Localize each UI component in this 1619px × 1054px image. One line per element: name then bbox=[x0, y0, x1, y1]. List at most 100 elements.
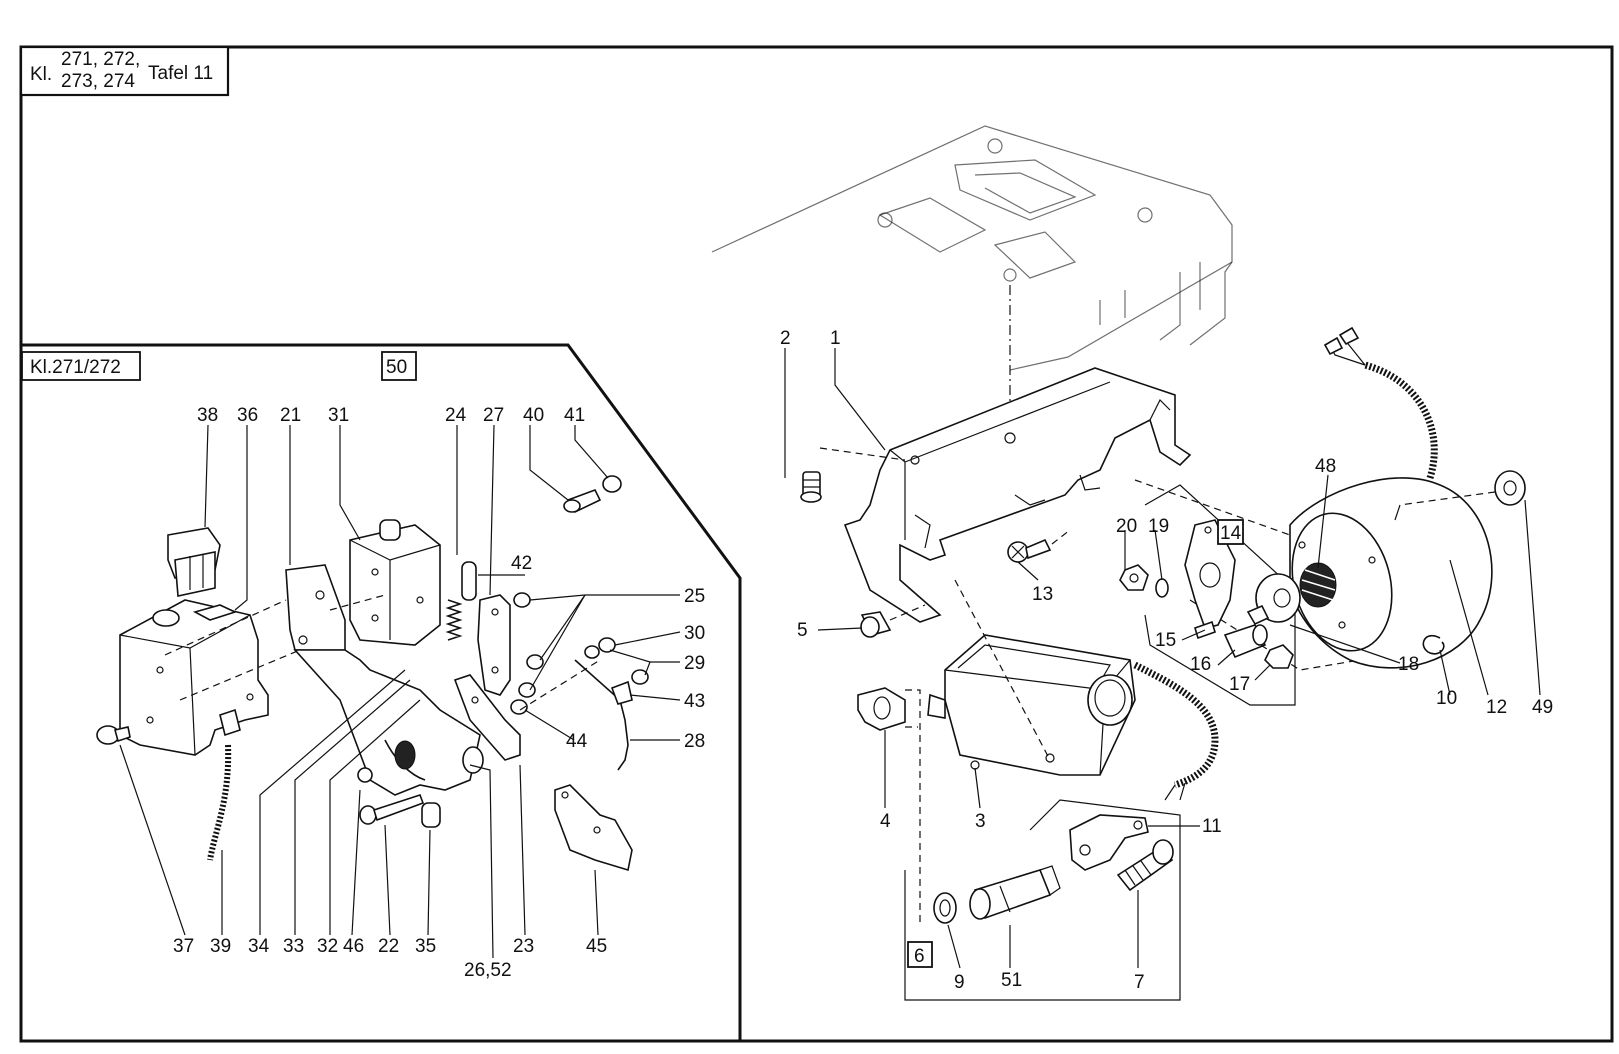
callout-1: 1 bbox=[830, 328, 841, 349]
screw-22 bbox=[359, 794, 425, 825]
callout-33: 33 bbox=[283, 936, 304, 957]
screw-2 bbox=[800, 471, 822, 503]
inset-group-number: 50 bbox=[386, 357, 407, 378]
callout-42: 42 bbox=[511, 553, 532, 574]
callout-4: 4 bbox=[880, 811, 891, 832]
inset-group-box: 50 bbox=[381, 351, 417, 381]
callout-3: 3 bbox=[975, 811, 986, 832]
switch-38 bbox=[167, 527, 221, 597]
screws-25 bbox=[513, 592, 544, 698]
group-6-box: 6 bbox=[907, 941, 933, 968]
callout-10: 10 bbox=[1436, 688, 1457, 709]
callout-38: 38 bbox=[197, 405, 218, 426]
callout-29: 29 bbox=[684, 653, 705, 674]
callout-13: 13 bbox=[1032, 584, 1053, 605]
worm-gear-48 bbox=[1299, 562, 1337, 608]
washer-9 bbox=[933, 892, 957, 924]
callout-25: 25 bbox=[684, 586, 705, 607]
group-14-box: 14 bbox=[1217, 519, 1244, 545]
clamp-4 bbox=[857, 687, 906, 731]
leader-lines bbox=[119, 348, 1541, 969]
callout-48: 48 bbox=[1315, 456, 1336, 477]
wire-28 bbox=[574, 659, 629, 771]
callout-19: 19 bbox=[1148, 516, 1169, 537]
nut-17 bbox=[1264, 644, 1294, 669]
callout-41: 41 bbox=[564, 405, 585, 426]
callout-35: 35 bbox=[415, 936, 436, 957]
callout-46: 46 bbox=[343, 936, 364, 957]
header-models-top: 271, 272, bbox=[61, 49, 140, 70]
clip-43 bbox=[610, 680, 633, 705]
wires-39 bbox=[207, 744, 232, 861]
screw-41 bbox=[602, 475, 622, 493]
bracket-inset bbox=[293, 649, 484, 796]
screw-46 bbox=[357, 767, 373, 783]
callout-34: 34 bbox=[248, 936, 270, 957]
bracket-45 bbox=[554, 784, 633, 872]
callout-11: 11 bbox=[1202, 816, 1222, 837]
callout-44: 44 bbox=[566, 731, 588, 752]
callout-22: 22 bbox=[378, 936, 399, 957]
callout-9: 9 bbox=[954, 972, 965, 993]
sleeve-42 bbox=[461, 561, 477, 601]
callout-12: 12 bbox=[1486, 697, 1507, 718]
bracket-11 bbox=[1069, 814, 1149, 871]
solenoid-housing bbox=[927, 634, 1136, 776]
callout-2: 2 bbox=[780, 328, 791, 349]
callout-5: 5 bbox=[797, 620, 808, 641]
callout-23: 23 bbox=[513, 936, 534, 957]
group-6-outline bbox=[904, 799, 1181, 1001]
clip-10 bbox=[1422, 635, 1445, 655]
lever-15 bbox=[1184, 519, 1236, 629]
sleeve-16 bbox=[1223, 624, 1268, 659]
inset-callouts: 38 36 21 31 24 27 40 41 42 25 30 29 43 4… bbox=[173, 405, 705, 981]
callout-30: 30 bbox=[684, 623, 705, 644]
screw-30 bbox=[584, 637, 616, 659]
washer-49 bbox=[1494, 470, 1526, 506]
clamp-40 bbox=[563, 489, 602, 514]
bolt-7 bbox=[1116, 839, 1174, 892]
header-tafel: Tafel 11 bbox=[148, 63, 213, 84]
callout-49: 49 bbox=[1532, 697, 1553, 718]
header-models-bottom: 273, 274 bbox=[61, 71, 135, 92]
callout-7: 7 bbox=[1134, 972, 1145, 993]
callout-18: 18 bbox=[1398, 654, 1419, 675]
inset-model-box: Kl.271/272 bbox=[21, 351, 141, 381]
outer-frame bbox=[19, 45, 1614, 1043]
callout-27: 27 bbox=[483, 405, 504, 426]
screw-18 bbox=[1246, 604, 1270, 626]
header-kl: Kl. bbox=[30, 64, 52, 85]
callout-36: 36 bbox=[237, 405, 258, 426]
group-14-label: 14 bbox=[1220, 523, 1242, 544]
housing-36 bbox=[119, 599, 269, 756]
machine-base-plate bbox=[711, 125, 1233, 371]
main-bracket bbox=[843, 367, 1192, 623]
header-box: Kl. 271, 272, 273, 274 Tafel 11 bbox=[19, 45, 230, 97]
main-callouts: 2 1 5 13 20 19 15 16 17 48 18 10 12 49 4… bbox=[780, 328, 1553, 993]
group-14-outline bbox=[1144, 484, 1296, 706]
callout-24: 24 bbox=[445, 405, 467, 426]
screw-29 bbox=[631, 669, 649, 685]
callout-31: 31 bbox=[328, 405, 349, 426]
spring-24 bbox=[445, 599, 463, 641]
plate-27 bbox=[477, 594, 511, 696]
callout-39: 39 bbox=[210, 936, 231, 957]
callout-20: 20 bbox=[1116, 516, 1137, 537]
screw-5 bbox=[860, 611, 892, 638]
sleeve-35 bbox=[421, 802, 441, 828]
callout-51: 51 bbox=[1001, 970, 1022, 991]
callout-17: 17 bbox=[1229, 674, 1250, 695]
pin-51 bbox=[969, 865, 1061, 920]
nut-20 bbox=[1119, 564, 1149, 591]
plate-21 bbox=[285, 564, 346, 651]
callout-28: 28 bbox=[684, 731, 705, 752]
coupling bbox=[1255, 573, 1301, 623]
solenoid-cable bbox=[1133, 661, 1219, 789]
washer-19 bbox=[1155, 578, 1169, 598]
callout-40: 40 bbox=[523, 405, 544, 426]
callout-32: 32 bbox=[317, 936, 338, 957]
nut-44 bbox=[510, 699, 528, 715]
solenoid-31 bbox=[349, 519, 441, 646]
screw-37 bbox=[96, 725, 131, 745]
inset-panel-border bbox=[21, 343, 742, 1041]
